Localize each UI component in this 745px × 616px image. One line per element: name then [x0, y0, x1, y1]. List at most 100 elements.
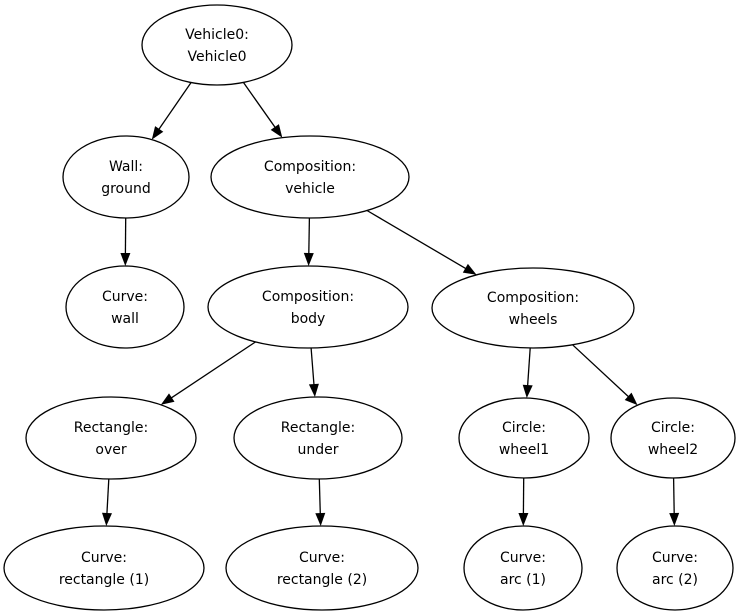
edge-rectangle-under-to-curve-rectangle-2: [315, 478, 326, 526]
arrowhead-icon: [624, 392, 638, 406]
node-curve-arc-2: Curve: arc (2): [616, 525, 734, 611]
edge-line: [158, 82, 192, 131]
edge-line: [308, 217, 311, 255]
node-circle-wheel2: Circle: wheel2: [610, 397, 736, 479]
arrowhead-icon: [462, 263, 477, 275]
edge-line: [106, 478, 110, 515]
node-label-line: vehicle: [285, 181, 335, 197]
node-ellipse: [210, 135, 410, 219]
node-label-line: Curve:: [299, 550, 345, 566]
node-ellipse: [3, 525, 205, 611]
edge-composition-wheels-to-circle-wheel1: [522, 347, 533, 398]
node-ellipse: [610, 397, 736, 479]
node-label: Rectangle: over: [74, 420, 148, 458]
edge-line: [170, 341, 256, 399]
node-label-line: arc (2): [652, 572, 698, 588]
node-label-line: Circle:: [651, 420, 695, 436]
node-ellipse: [458, 397, 590, 479]
node-ellipse: [233, 396, 403, 480]
edge-rectangle-over-to-curve-rectangle-1: [102, 478, 112, 526]
arrowhead-icon: [315, 512, 326, 526]
node-rectangle-under: Rectangle: under: [233, 396, 403, 480]
edge-vehicle0-to-wall-ground: [151, 82, 192, 140]
node-label-line: wheels: [509, 312, 558, 328]
arrowhead-icon: [270, 124, 283, 138]
node-label: Curve:wall: [102, 289, 148, 327]
node-label-line: wall: [111, 311, 139, 327]
node-label-line: Curve:: [500, 550, 546, 566]
node-label: Vehicle0: Vehicle0: [185, 27, 249, 65]
edge-composition-vehicle-to-composition-body: [303, 217, 314, 266]
node-label-line: Curve:: [81, 550, 127, 566]
node-label-line: under: [297, 442, 338, 458]
node-label-line: Vehicle0:: [185, 27, 249, 43]
edge-line: [672, 477, 675, 515]
node-rectangle-over: Rectangle: over: [25, 396, 197, 480]
node-label-line: Composition:: [487, 290, 579, 306]
node-ellipse: [207, 265, 409, 349]
arrowhead-icon: [518, 513, 529, 526]
edge-composition-wheels-to-circle-wheel2: [572, 344, 638, 406]
edge-wall-ground-to-curve-wall: [120, 217, 131, 266]
node-ellipse: [25, 396, 197, 480]
node-curve-wall: Curve:wall: [65, 265, 185, 349]
arrowhead-icon: [102, 512, 112, 526]
node-label-line: Vehicle0: [188, 49, 247, 65]
arrowhead-icon: [303, 252, 314, 266]
edge-vehicle0-to-composition-vehicle: [242, 82, 283, 138]
edge-circle-wheel2-to-curve-arc-2: [669, 477, 680, 526]
node-label: Circle: wheel2: [648, 420, 698, 458]
node-label: Curve: arc (1): [500, 550, 546, 588]
arrowhead-icon: [522, 384, 533, 398]
arrowhead-icon: [669, 512, 680, 526]
node-label-line: Curve:: [652, 550, 698, 566]
arrowhead-icon: [160, 393, 175, 405]
node-label: Curve: rectangle (2): [277, 550, 367, 588]
node-label-line: Composition:: [264, 159, 356, 175]
node-label-line: wheel2: [648, 442, 698, 458]
node-label-line: Wall:: [109, 159, 143, 175]
node-label: Circle: wheel1: [499, 420, 549, 458]
arrowhead-icon: [120, 253, 131, 266]
node-label: Curve: arc (2): [652, 550, 698, 588]
node-curve-rectangle-1: Curve: rectangle (1): [3, 525, 205, 611]
node-label: Curve: rectangle (1): [59, 550, 149, 588]
node-label: Composition: wheels: [487, 290, 579, 328]
edge-line: [572, 344, 630, 398]
node-label-line: Circle:: [502, 420, 546, 436]
node-composition-vehicle: Composition: vehicle: [210, 135, 410, 219]
node-composition-body: Composition: body: [207, 265, 409, 349]
edge-circle-wheel1-to-curve-arc-1: [518, 477, 529, 526]
node-ellipse: [65, 265, 185, 349]
edge-line: [310, 347, 315, 386]
node-label-line: Rectangle:: [281, 420, 355, 436]
arrowhead-icon: [151, 126, 164, 140]
node-label-line: rectangle (1): [59, 572, 149, 588]
node-wall-ground: Wall: ground: [62, 135, 190, 219]
node-composition-wheels: Composition: wheels: [431, 267, 635, 349]
node-curve-arc-1: Curve: arc (1): [463, 525, 583, 611]
node-vehicle0: Vehicle0: Vehicle0: [141, 4, 293, 86]
edge-line: [526, 347, 531, 387]
edge-composition-vehicle-to-composition-wheels: [366, 209, 477, 275]
node-curve-rectangle-2: Curve: rectangle (2): [225, 525, 419, 611]
edge-line: [366, 209, 467, 270]
node-label-line: Composition:: [262, 289, 354, 305]
node-circle-wheel1: Circle: wheel1: [458, 397, 590, 479]
node-label-line: ground: [101, 181, 151, 197]
edge-composition-body-to-rectangle-over: [160, 341, 256, 405]
node-label-line: body: [291, 311, 326, 327]
edge-line: [242, 82, 276, 129]
node-label-line: Rectangle:: [74, 420, 148, 436]
node-label: Wall: ground: [101, 159, 151, 197]
node-ellipse: [225, 525, 419, 611]
node-label: Composition: body: [262, 289, 354, 327]
node-ellipse: [62, 135, 190, 219]
node-label-line: rectangle (2): [277, 572, 367, 588]
node-ellipse: [141, 4, 293, 86]
node-label-line: over: [95, 442, 126, 458]
node-label-line: arc (1): [500, 572, 546, 588]
node-label-line: wheel1: [499, 442, 549, 458]
